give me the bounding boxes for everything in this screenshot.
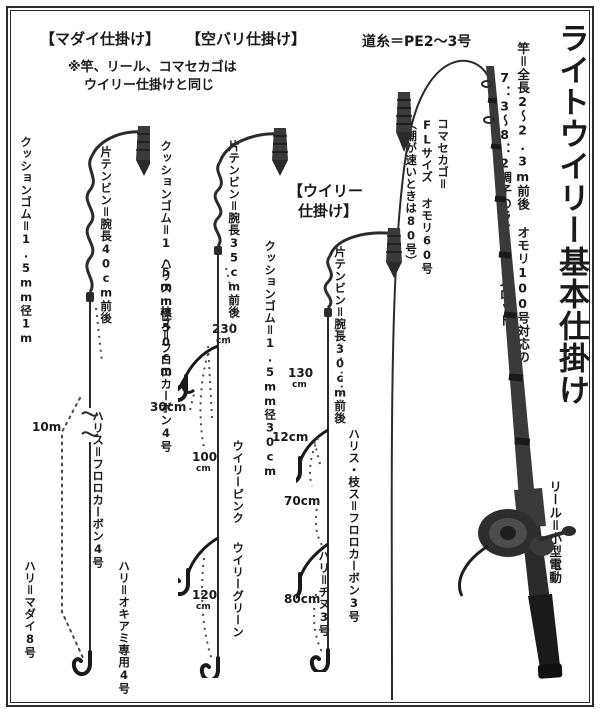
basket-spec-line-1: コマセカゴ＝ <box>436 118 451 190</box>
rig-willie-lure-pink-label: ウイリーピンク <box>231 440 246 524</box>
outer-frame <box>6 6 594 707</box>
rig-willie-graphic <box>296 228 402 672</box>
basket-spec-line-3: （潮が速いときは80号） <box>404 118 419 267</box>
rig-karabari-cushion-label: クッションゴム＝1.5mm径50cm <box>159 140 174 379</box>
rig-karabari-graphic <box>178 128 288 678</box>
basket-spec-line-2: FLサイズ オモリ60号 <box>420 118 435 275</box>
rig-willie-length-70: 70cm <box>284 494 321 508</box>
rig-karabari-length-100-unit: cm <box>196 464 211 474</box>
rig-karabari-length-120: 120 <box>192 588 218 602</box>
section-header-madai: 【マダイ仕掛け】 <box>40 30 161 48</box>
rig-madai-tenbin-label: 片テンビン＝腕長40cm前後 <box>99 146 114 324</box>
note-line-2: ウイリー仕掛けと同じ <box>84 78 215 93</box>
rig-willie-tenbin-label: 片テンビン＝腕長30cm前後 <box>333 246 348 424</box>
rig-willie-lure-green-label: ウイリーグリーン <box>231 542 246 638</box>
rig-karabari-tenbin-label: 片テンビン＝腕長35cm前後 <box>227 140 242 318</box>
rig-karabari-hook-label: ハリ＝オキアミ専用4号 <box>117 560 132 695</box>
rig-willie-length-12: 12cm <box>272 430 309 444</box>
rod-and-reel-graphic <box>390 59 576 700</box>
note-line-1: ※竿、リール、コマセカゴは <box>68 60 237 75</box>
page-title: ライトウイリー基本仕掛け <box>553 22 589 406</box>
rod-spec-line-1: 竿＝全長2〜2.3m前後 オモリ100号対応の <box>515 42 531 364</box>
rig-willie-harisu-label: ハリス・枝ス＝フロロカーボン3号 <box>347 428 362 623</box>
section-header-karabari: 【空バリ仕掛け】 <box>186 30 307 48</box>
inner-frame <box>10 10 590 703</box>
mainline-label: 道糸＝PE2〜3号 <box>362 34 472 50</box>
rig-madai-cushion-label: クッションゴム＝1.5mm径1m <box>19 136 34 346</box>
rig-willie-length-130-unit: cm <box>292 380 307 390</box>
rig-madai-length-10m: 10m <box>32 420 62 434</box>
rig-karabari-length-100: 100 <box>192 450 218 464</box>
rig-willie-length-80: 80cm <box>284 592 321 606</box>
rig-willie-cushion-label: クッションゴム＝1.5mm径30cm <box>263 240 278 479</box>
rig-madai-hook-label: ハリ＝マダイ8号 <box>23 560 38 659</box>
rig-karabari-length-230-unit: cm <box>216 336 231 346</box>
rig-karabari-harisu-label: ハリス・枝ス＝フロロカーボン4号 <box>159 258 174 453</box>
rig-willie-length-130: 130 <box>288 366 314 380</box>
reel-label: リール＝小型電動 <box>547 480 563 584</box>
rig-karabari-length-30: 30cm <box>150 400 187 414</box>
section-header-willie-line2: 仕掛け】 <box>298 202 359 220</box>
rig-madai-harisu-label: ハリス＝フロロカーボン4号 <box>91 410 106 569</box>
rig-madai-graphic <box>61 126 150 676</box>
section-header-willie-line1: 【ウイリー <box>288 182 364 200</box>
comase-basket-icon <box>396 92 412 152</box>
